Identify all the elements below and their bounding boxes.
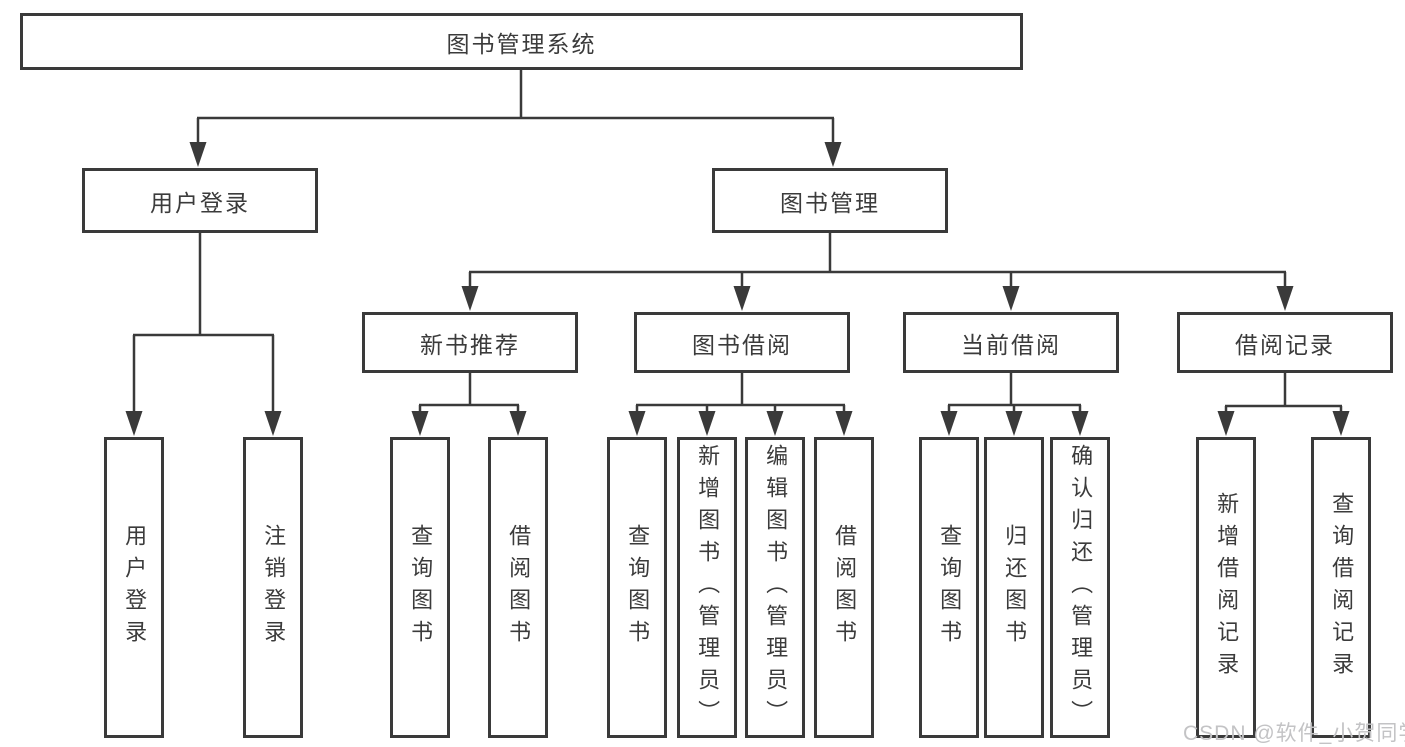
arrowheads xyxy=(125,142,1350,436)
node-label: 借阅记录 xyxy=(1235,331,1335,358)
node-label: 图书借阅 xyxy=(692,331,792,358)
leaf-borrowing-edit-books-admin: 编辑图书（管理员） xyxy=(745,437,805,738)
leaf-current-confirm-return-admin: 确认归还（管理员） xyxy=(1050,437,1110,738)
leaf-borrowing-borrow-books: 借阅图书 xyxy=(814,437,874,738)
leaf-records-add-borrow-record: 新增借阅记录 xyxy=(1196,437,1256,738)
node-label: 用户登录 xyxy=(122,523,148,652)
node-label: 编辑图书（管理员） xyxy=(763,443,789,732)
node-label: 新增借阅记录 xyxy=(1214,491,1240,684)
node-label: 借阅图书 xyxy=(506,523,532,652)
node-label: 图书管理 xyxy=(780,189,880,216)
node-label: 新增图书（管理员） xyxy=(695,443,721,732)
leaf-borrowing-query-books: 查询图书 xyxy=(607,437,667,738)
node-current-borrowing: 当前借阅 xyxy=(903,312,1119,373)
leaf-records-query-borrow-record: 查询借阅记录 xyxy=(1311,437,1371,738)
leaf-current-return-books: 归还图书 xyxy=(984,437,1044,738)
leaf-borrowing-add-books-admin: 新增图书（管理员） xyxy=(677,437,737,738)
leaf-newbooks-borrow-books: 借阅图书 xyxy=(488,437,548,738)
leaf-current-query-books: 查询图书 xyxy=(919,437,979,738)
node-new-book-recommendation: 新书推荐 xyxy=(362,312,578,373)
node-user-login: 用户登录 xyxy=(82,168,318,233)
csdn-watermark: CSDN @软件_小贺同学 xyxy=(1183,722,1405,745)
node-label: 新书推荐 xyxy=(420,331,520,358)
node-label: 当前借阅 xyxy=(961,331,1061,358)
node-library-management-system: 图书管理系统 xyxy=(20,13,1023,70)
node-label: 查询图书 xyxy=(937,523,963,652)
node-label: 注销登录 xyxy=(261,523,287,652)
node-label: 确认归还（管理员） xyxy=(1068,443,1094,732)
leaf-user-login: 用户登录 xyxy=(104,437,164,738)
node-borrowing-records: 借阅记录 xyxy=(1177,312,1393,373)
node-label: 查询图书 xyxy=(408,523,434,652)
node-label: 归还图书 xyxy=(1002,523,1028,652)
leaf-newbooks-query-books: 查询图书 xyxy=(390,437,450,738)
node-label: 查询图书 xyxy=(625,523,651,652)
leaf-logout-login: 注销登录 xyxy=(243,437,303,738)
node-label: 图书管理系统 xyxy=(446,30,597,57)
node-label: 借阅图书 xyxy=(832,523,858,652)
node-label: 用户登录 xyxy=(150,189,250,216)
node-book-management: 图书管理 xyxy=(712,168,948,233)
node-label: 查询借阅记录 xyxy=(1329,491,1355,684)
node-book-borrowing: 图书借阅 xyxy=(634,312,850,373)
